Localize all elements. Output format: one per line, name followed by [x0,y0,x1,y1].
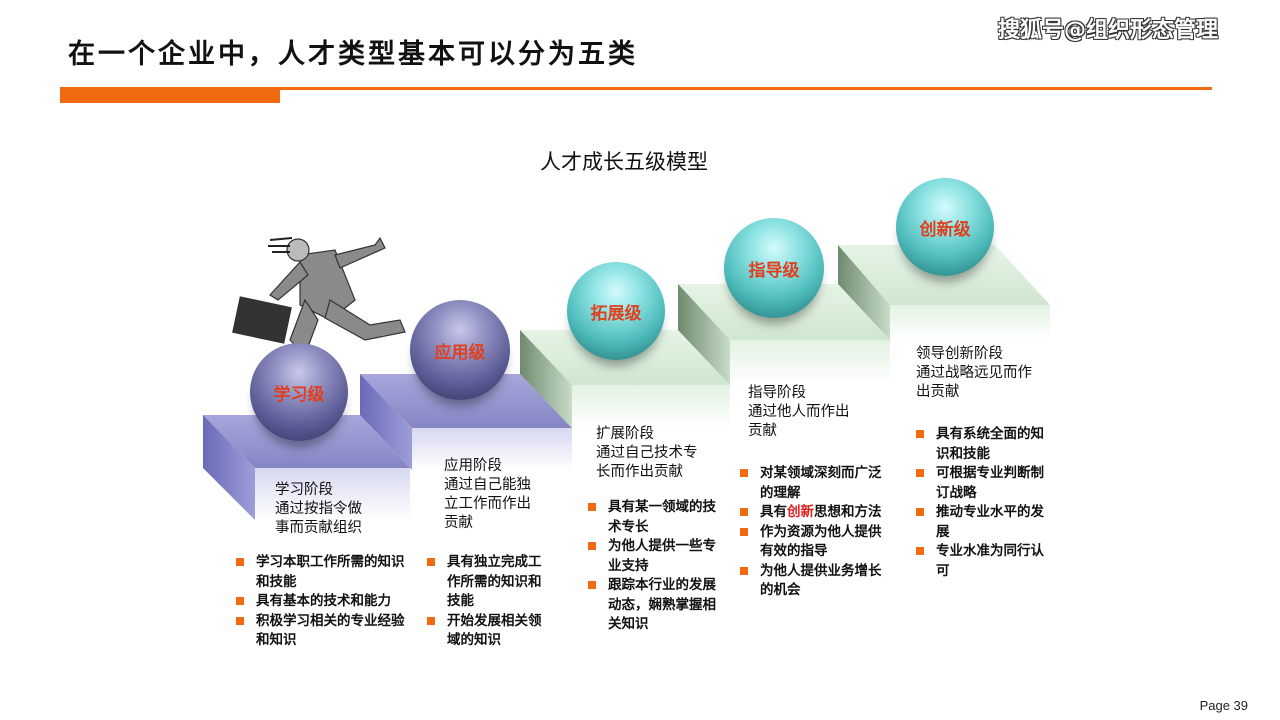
stage-description-guidance: 指导阶段 通过他人而作出 贡献 [748,384,850,441]
list-item: 具有独立完成工作所需的知识和技能 [427,553,551,612]
list-item: 作为资源为他人提供有效的指导 [740,523,888,562]
stage-text: 通过战略远见而作 [916,365,1032,381]
stage-text: 通过自己能独 [444,477,531,493]
level-label: 拓展级 [590,303,642,324]
level-ball-expansion: 拓展级 [567,262,665,360]
bullet-list-application: 具有独立完成工作所需的知识和技能 开始发展相关领域的知识 [427,553,551,651]
bullet-list-expansion: 具有某一领域的技术专长 为他人提供一些专业支持 跟踪本行业的发展动态，娴熟掌握相… [588,498,720,635]
list-item: 为他人提供业务增长的机会 [740,562,888,601]
bullet-list-learning: 学习本职工作所需的知识和技能 具有基本的技术和能力 积极学习相关的专业经验和知识 [236,553,406,651]
stage-name: 学习阶段 [275,482,333,498]
bullet-list-innovation: 具有系统全面的知识和技能 可根据专业判断制订战略 推动专业水平的发展 专业水准为… [916,425,1048,581]
stage-description-expansion: 扩展阶段 通过自己技术专 长而作出贡献 [596,425,698,482]
diagram-title: 人才成长五级模型 [540,150,708,174]
list-item: 学习本职工作所需的知识和技能 [236,553,406,592]
watermark: 搜狐号@组织形态管理 [998,18,1219,43]
level-ball-application: 应用级 [410,300,510,400]
list-item: 跟踪本行业的发展动态，娴熟掌握相关知识 [588,576,720,635]
list-item: 具有创新思想和方法 [740,503,888,523]
level-ball-guidance: 指导级 [724,218,824,318]
businessman-illustration [232,236,406,357]
list-item: 可根据专业判断制订战略 [916,464,1048,503]
stage-text: 贡献 [748,423,777,439]
list-item: 对某领域深刻而广泛的理解 [740,464,888,503]
list-item: 具有某一领域的技术专长 [588,498,720,537]
list-item: 具有系统全面的知识和技能 [916,425,1048,464]
level-label: 学习级 [273,384,325,405]
stage-description-learning: 学习阶段 通过按指令做 事而贡献组织 [275,481,362,538]
stage-text: 通过按指令做 [275,501,362,517]
stage-text: 立工作而作出 [444,496,531,512]
list-item: 为他人提供一些专业支持 [588,537,720,576]
title-accent-bar [60,87,280,103]
list-item: 推动专业水平的发展 [916,503,1048,542]
bullet-list-guidance: 对某领域深刻而广泛的理解 具有创新思想和方法 作为资源为他人提供有效的指导 为他… [740,464,888,601]
stage-text: 贡献 [444,515,473,531]
list-item: 专业水准为同行认可 [916,542,1048,581]
page-number: Page 39 [1199,698,1248,713]
level-label: 应用级 [434,342,486,363]
title-underline [60,87,1212,90]
level-ball-innovation: 创新级 [896,178,994,276]
stage-text: 事而贡献组织 [275,520,362,536]
list-item: 开始发展相关领域的知识 [427,612,551,651]
level-label: 创新级 [919,219,971,240]
stage-name: 应用阶段 [444,458,502,474]
stage-description-application: 应用阶段 通过自己能独 立工作而作出 贡献 [444,457,531,533]
stage-name: 指导阶段 [748,385,806,401]
level-label: 指导级 [748,260,800,281]
stage-text: 出贡献 [916,384,960,400]
stage-name: 领导创新阶段 [916,346,1003,362]
level-ball-learning: 学习级 [250,343,348,441]
list-item: 积极学习相关的专业经验和知识 [236,612,406,651]
stage-text: 长而作出贡献 [596,464,683,480]
stage-description-innovation: 领导创新阶段 通过战略远见而作 出贡献 [916,345,1032,402]
list-item: 具有基本的技术和能力 [236,592,406,612]
stage-text: 通过他人而作出 [748,404,850,420]
slide-title: 在一个企业中，人才类型基本可以分为五类 [68,39,638,70]
stage-name: 扩展阶段 [596,426,654,442]
stage-text: 通过自己技术专 [596,445,698,461]
highlight-text: 创新 [787,504,814,520]
